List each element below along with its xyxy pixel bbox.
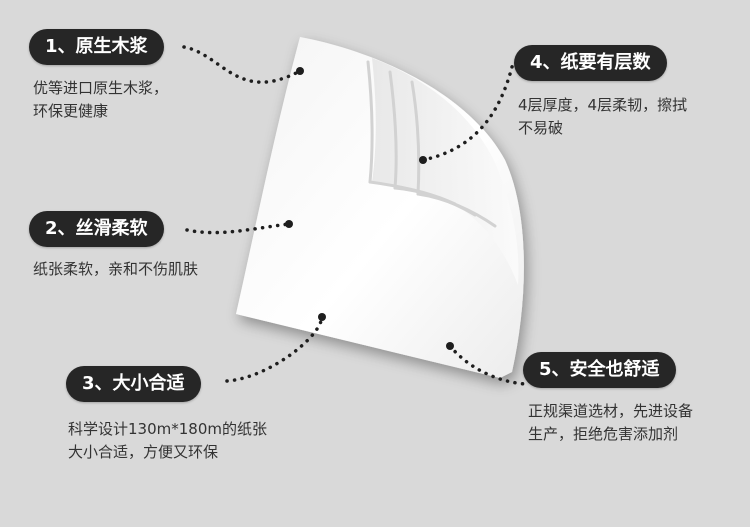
feature-2-title: 2、丝滑柔软	[29, 211, 164, 247]
feature-2-description: 纸张柔软，亲和不伤肌肤	[33, 258, 198, 281]
tissue-fold	[372, 58, 519, 285]
feature-2-line-1: 纸张柔软，亲和不伤肌肤	[33, 260, 199, 278]
connector-3	[225, 315, 324, 383]
feature-5-line-2: 生产，拒绝危害添加剂	[528, 425, 679, 443]
feature-3-description: 科学设计130m*180m的纸张 大小合适，方便又环保	[68, 418, 267, 464]
feature-1-line-1: 优等进口原生木浆，	[33, 79, 169, 97]
connector-1	[182, 45, 302, 84]
feature-5-title: 5、安全也舒适	[523, 352, 676, 388]
feature-4-title: 4、纸要有层数	[514, 45, 667, 81]
feature-4-line-1: 4层厚度，4层柔韧，擦拭	[518, 96, 688, 114]
connector-5-dot	[446, 342, 454, 350]
feature-5-description: 正规渠道选材，先进设备 生产，拒绝危害添加剂	[528, 400, 693, 446]
feature-1-line-2: 环保更健康	[33, 102, 109, 120]
connector-4-dot	[419, 156, 427, 164]
connector-2-dot	[285, 220, 293, 228]
connector-4	[421, 61, 515, 162]
connector-5	[448, 344, 527, 386]
feature-5-line-1: 正规渠道选材，先进设备	[528, 402, 694, 420]
feature-3-line-2: 大小合适，方便又环保	[68, 443, 219, 461]
connector-1-dot	[296, 67, 304, 75]
feature-4-line-2: 不易破	[518, 119, 564, 137]
feature-1-title: 1、原生木浆	[29, 29, 164, 65]
tissue-layer-lines	[366, 60, 497, 228]
feature-3-line-1: 科学设计130m*180m的纸张	[68, 420, 267, 438]
connector-2	[185, 222, 291, 235]
feature-3-title: 3、大小合适	[66, 366, 201, 402]
feature-4-description: 4层厚度，4层柔韧，擦拭 不易破	[518, 94, 687, 140]
feature-1-description: 优等进口原生木浆， 环保更健康	[33, 77, 168, 123]
connector-3-dot	[318, 313, 326, 321]
